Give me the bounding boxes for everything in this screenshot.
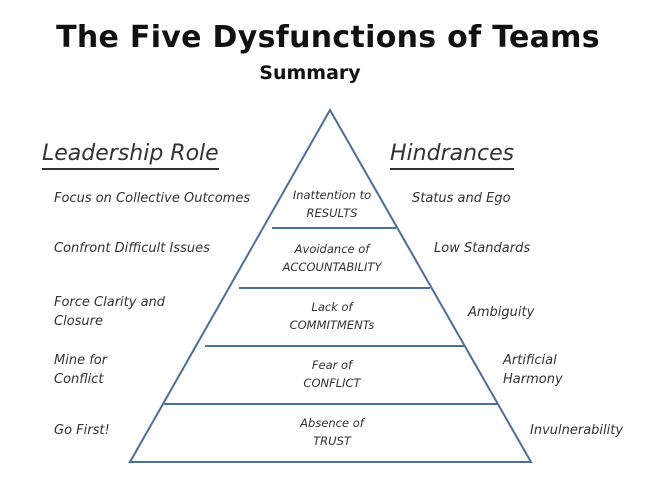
hindrance-item-artificial-harmony: Artificial Harmony (503, 353, 563, 387)
leadership-role-heading: Leadership Role (42, 141, 219, 170)
tier-commitments-line1: Lack of (311, 300, 353, 314)
tier-conflict-line1: Fear of (311, 358, 353, 372)
tier-trust-line2: TRUST (313, 434, 351, 448)
leadership-item-commitment: Force Clarity and Closure (54, 295, 166, 329)
tier-commitments-line2: COMMITMENTs (289, 318, 375, 332)
tier-conflict-line2: CONFLICT (303, 376, 361, 390)
page-subtitle: Summary (259, 62, 361, 84)
tier-results-line1: Inattention to (292, 188, 372, 202)
tier-commitments: Lack of COMMITMENTs (262, 298, 402, 334)
leadership-item-conflict: Mine for Conflict (54, 353, 108, 387)
tier-results: Inattention to RESULTS (262, 186, 402, 222)
pyramid-outline (128, 107, 533, 463)
hindrances-heading: Hindrances (390, 141, 515, 170)
page-title: The Five Dysfunctions of Teams (56, 20, 600, 55)
tier-trust: Absence of TRUST (262, 414, 402, 450)
leadership-item-trust: Go First! (54, 423, 110, 438)
tier-trust-line1: Absence of (300, 416, 364, 430)
tier-accountability-line2: ACCOUNTABILITY (282, 260, 382, 274)
tier-conflict: Fear of CONFLICT (262, 356, 402, 392)
hindrance-item-invulnerability: Invulnerability (530, 423, 624, 438)
leadership-item-results: Focus on Collective Outcomes (54, 191, 251, 206)
hindrance-item-ambiguity: Ambiguity (468, 305, 535, 320)
tier-accountability: Avoidance of ACCOUNTABILITY (262, 240, 402, 276)
tier-results-line2: RESULTS (306, 206, 358, 220)
hindrance-item-low-standards: Low Standards (434, 241, 531, 256)
tier-accountability-line1: Avoidance of (294, 242, 370, 256)
leadership-item-accountability: Confront Difficult Issues (54, 241, 210, 256)
hindrance-item-status-ego: Status and Ego (412, 191, 511, 206)
